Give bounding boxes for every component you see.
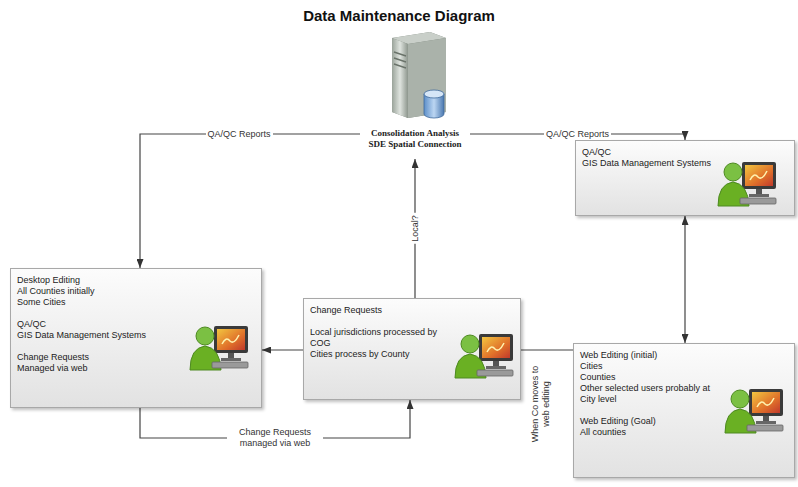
node-text: Managed via web: [17, 363, 181, 374]
node-text: Desktop Editing: [17, 275, 181, 286]
connector-arrow: [140, 134, 360, 268]
node-text: GIS Data Management Systems: [17, 330, 181, 341]
node-text: All Counties initially: [17, 286, 181, 297]
diagram-title: Data Maintenance Diagram: [0, 7, 798, 24]
node-text: All counties: [580, 427, 714, 438]
server-icon: [392, 32, 446, 118]
process-box: Desktop EditingAll Counties initiallySom…: [10, 268, 262, 408]
node-text: Consolidation Analysis SDE Spatial Conne…: [362, 128, 468, 150]
process-box: QA/QCGIS Data Management Systems: [575, 140, 795, 216]
node-text: Change Requests: [17, 352, 181, 363]
server-label: Consolidation Analysis SDE Spatial Conne…: [360, 126, 470, 156]
process-box: Web Editing (initial)CitiesCountiesOther…: [573, 343, 795, 478]
node-text: GIS Data Management Systems: [582, 158, 712, 169]
node-text: Change Requests: [310, 305, 444, 316]
edge-label: When Co moves to web editing: [530, 360, 552, 448]
node-text: Local jurisdictions processed by COG: [310, 327, 444, 349]
node-text: QA/QC: [582, 147, 712, 158]
edge-label: QA/QC Reports: [544, 129, 611, 140]
connector-arrow: [262, 349, 303, 350]
node-text: Web Editing (Goal): [580, 416, 714, 427]
connector-arrow: [521, 349, 573, 350]
edge-label: Change Requests managed via web: [227, 427, 323, 449]
node-text: Some Cities: [17, 297, 181, 308]
edge-label: QA/QC Reports: [206, 129, 273, 140]
node-text: Counties: [580, 372, 714, 383]
node-text: QA/QC: [17, 319, 181, 330]
connector-arrow: [684, 216, 685, 343]
node-text: Cities process by County: [310, 349, 444, 360]
process-box: Change RequestsLocal jurisdictions proce…: [303, 298, 521, 400]
edge-label: Local?: [409, 213, 420, 244]
node-text: Other selected users probably at City le…: [580, 383, 714, 405]
node-text: Cities: [580, 361, 714, 372]
node-text: Web Editing (initial): [580, 350, 714, 361]
